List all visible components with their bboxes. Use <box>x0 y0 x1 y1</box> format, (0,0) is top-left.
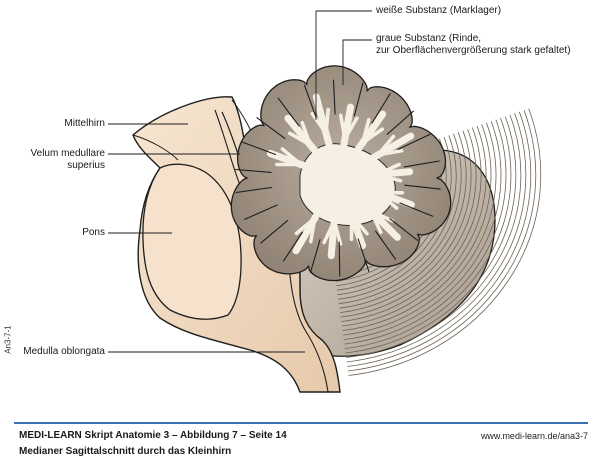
white-matter-branch <box>337 103 354 164</box>
cortex-sulcus <box>277 97 300 127</box>
white-matter-twig <box>310 111 328 136</box>
cortex-sulcus <box>332 79 336 115</box>
cortex-sulcus <box>256 117 286 140</box>
label-midbrain: Mittelhirn <box>64 118 105 129</box>
folia-stripe <box>340 128 477 318</box>
footer-url[interactable]: www.medi-learn.de/ana3-7 <box>480 431 588 441</box>
cortex-sulcus <box>386 110 414 135</box>
folia-stripe <box>347 111 532 367</box>
cortex-sulcus <box>234 168 272 173</box>
white-matter-twig <box>360 117 371 145</box>
folia-stripe <box>341 127 482 322</box>
label-medulla: Medulla oblongata <box>23 346 105 357</box>
cortex-sulcus <box>303 84 317 119</box>
cortex-sulcus <box>260 219 289 244</box>
folia-stripe <box>348 108 542 376</box>
white-matter-twig <box>375 172 403 183</box>
white-matter-branch <box>352 168 414 180</box>
leader-grey-matter <box>342 39 372 85</box>
cortex-sulcus <box>404 184 441 190</box>
label-white-matter: weiße Substanz (Marklager) <box>376 5 502 16</box>
folia-stripe <box>339 132 467 309</box>
white-matter-twig <box>338 113 347 141</box>
cortex-sulcus <box>403 160 440 168</box>
cortex-sulcus <box>235 186 273 194</box>
white-matter-branch <box>266 149 325 176</box>
cortex-sulcus <box>241 141 277 156</box>
cortex-sulcus <box>389 218 418 241</box>
folia-stripe <box>346 113 527 363</box>
folia-stripe <box>342 124 492 331</box>
leader-white-matter <box>315 10 372 120</box>
label-grey-matter-1: graue Substanz (Rinde, <box>376 33 482 44</box>
label-grey-matter-2: zur Oberflächenvergrößerung stark gefalt… <box>376 45 571 56</box>
cortex-sulcus <box>353 82 364 117</box>
folia-stripe <box>338 133 462 305</box>
folia-stripe <box>347 110 537 372</box>
cortex-sulcus <box>244 204 278 220</box>
cortex-sulcus <box>397 133 431 150</box>
cortex-sulcus <box>357 238 370 273</box>
white-matter-twig <box>343 116 359 141</box>
white-matter-twig <box>376 134 396 157</box>
white-matter-twig <box>376 149 404 157</box>
folia-stripe <box>343 121 502 340</box>
white-matter-twig <box>375 162 401 177</box>
white-matter-twig <box>280 147 303 167</box>
white-matter-twig <box>368 208 383 235</box>
white-matter-twig <box>300 120 313 147</box>
cortex-sulcus <box>375 230 397 260</box>
cortex-sulcus <box>338 241 341 277</box>
footer-title: MEDI-LEARN Skript Anatomie 3 – Abbildung… <box>19 430 287 441</box>
leader-lines <box>108 10 372 353</box>
white-matter-twig <box>368 208 395 223</box>
white-matter-twig <box>360 127 385 145</box>
white-matter-twig <box>349 213 369 236</box>
label-velum-2: superius <box>67 160 105 171</box>
white-matter-twig <box>322 218 337 245</box>
white-matter-twig <box>294 216 317 236</box>
folia-stripe <box>337 136 452 296</box>
white-matter-twig <box>309 216 317 244</box>
folia-stripe <box>346 114 522 358</box>
cortex-sulcus <box>309 239 321 273</box>
white-matter-twig <box>324 107 330 136</box>
figure-id: An3-7-1 <box>3 325 13 354</box>
white-matter-twig <box>287 131 313 147</box>
folia-stripe <box>338 135 457 300</box>
footer-rule <box>14 422 588 424</box>
cerebellum-cortex <box>230 65 452 282</box>
folia-stripe <box>343 122 497 336</box>
folia-stripe <box>337 138 447 291</box>
white-matter-branch <box>340 191 367 250</box>
folia-stripe <box>344 117 512 349</box>
figure-caption: Medianer Sagittalschnitt durch das Klein… <box>19 446 232 457</box>
white-matter-twig <box>376 190 399 210</box>
folia-stripe <box>340 130 472 313</box>
cortex-sulcus <box>371 93 391 124</box>
brainstem <box>132 96 341 393</box>
folia-stripe <box>344 119 507 345</box>
label-velum-1: Velum medullare <box>30 148 105 159</box>
cortex-sulcus <box>399 202 434 217</box>
cortex-sulcus <box>282 231 303 262</box>
folia-stripe <box>341 125 487 327</box>
label-pons: Pons <box>82 227 105 238</box>
white-matter-twig <box>332 218 343 246</box>
folia-stripe <box>345 116 517 354</box>
